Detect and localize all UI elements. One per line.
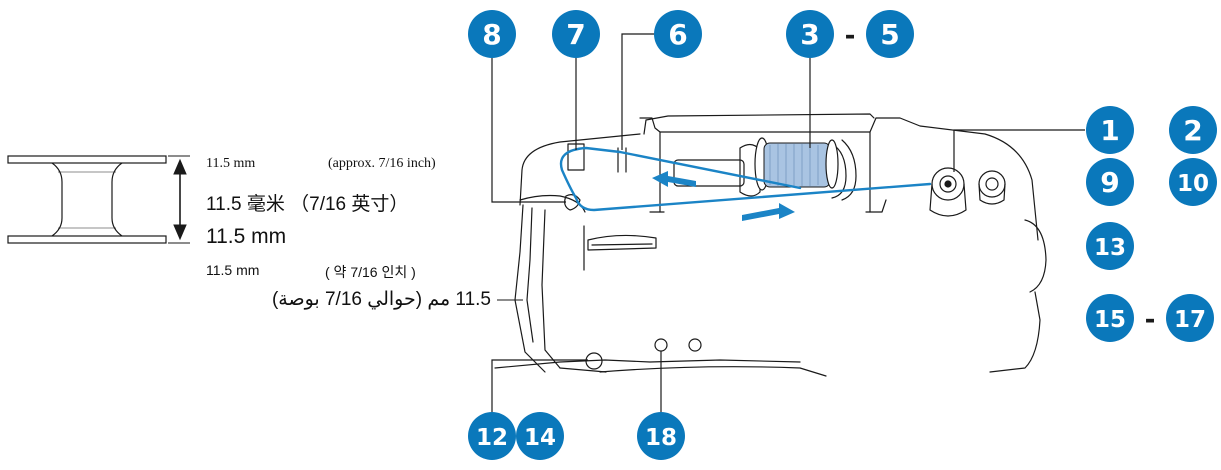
callout-label: 3	[800, 18, 819, 51]
callout-badge-14: 14	[516, 412, 564, 460]
callout-label: 10	[1177, 171, 1209, 197]
thread-path	[559, 146, 932, 212]
callout-badge-5: 5	[866, 10, 914, 58]
callout-badge-8: 8	[468, 10, 516, 58]
dim-main: 11.5 mm	[206, 225, 287, 248]
bobbin-bottom-flange	[7, 235, 167, 244]
dim-zh: 11.5 毫米 （7/16 英寸）	[206, 194, 409, 215]
callout-badge-17: 17	[1166, 294, 1214, 342]
callout-badge-12: 12	[468, 412, 516, 460]
callout-badge-1: 1	[1086, 106, 1134, 154]
callout-label: 18	[645, 425, 677, 451]
callout-leader-lines	[491, 33, 1085, 434]
callout-label: 1	[1100, 114, 1119, 147]
callout-badge-6: 6	[654, 10, 702, 58]
callout-badge-9: 9	[1086, 158, 1134, 206]
callout-badge-15: 15	[1086, 294, 1134, 342]
dim-en-approx: (approx. 7/16 inch)	[328, 156, 436, 171]
spool-thread-wind	[763, 142, 831, 188]
callout-label: 9	[1100, 166, 1119, 199]
range-dash-3-5: -	[845, 21, 856, 51]
callout-label: 6	[668, 18, 687, 51]
callout-badge-2: 2	[1169, 106, 1217, 154]
callout-badge-18: 18	[637, 412, 685, 460]
callout-label: 2	[1183, 114, 1202, 147]
callout-label: 13	[1094, 235, 1126, 261]
callout-label: 15	[1094, 307, 1126, 333]
callout-label: 12	[476, 425, 508, 451]
callout-label: 7	[566, 18, 585, 51]
sewing-machine-outline	[494, 113, 1047, 377]
dim-ar: 11.5 مم (حوالي 7/16 بوصة)	[271, 289, 491, 310]
callout-badge-10: 10	[1169, 158, 1217, 206]
thread-direction-arrows	[652, 171, 795, 221]
bobbin-core	[51, 162, 123, 237]
bobbin-top-flange	[7, 155, 167, 164]
dim-en-size: 11.5 mm	[206, 156, 256, 171]
spool	[754, 137, 839, 191]
dim-ko-size: 11.5 mm	[206, 262, 260, 278]
callout-label: 14	[524, 425, 556, 451]
callout-label: 8	[482, 18, 501, 51]
callout-label: 17	[1174, 307, 1206, 333]
callout-badge-13: 13	[1086, 222, 1134, 270]
callout-label: 5	[880, 18, 899, 51]
dim-ko-approx: ( 약 7/16 인치 )	[325, 264, 416, 280]
callout-badge-3: 3	[786, 10, 834, 58]
range-dash-15-17: -	[1145, 305, 1156, 335]
dimension-arrow	[168, 155, 190, 244]
bobbin-illustration	[7, 155, 167, 244]
callout-badge-7: 7	[552, 10, 600, 58]
